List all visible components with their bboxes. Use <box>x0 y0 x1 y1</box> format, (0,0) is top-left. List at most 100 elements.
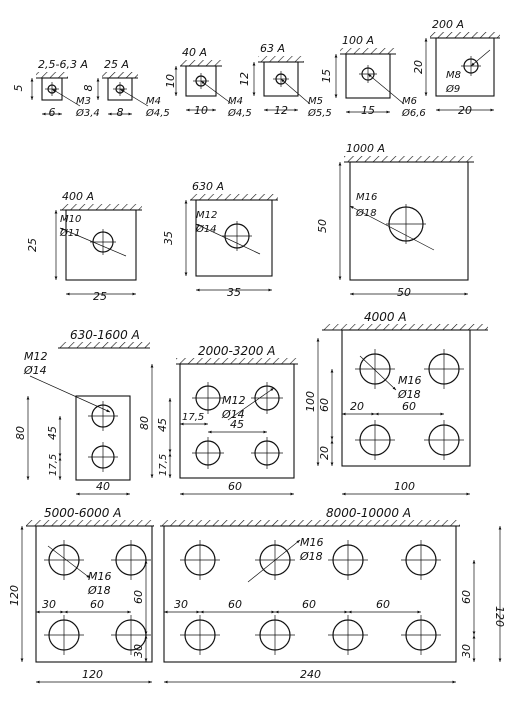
plate <box>65 209 137 281</box>
dim-20-h: 20 <box>350 400 364 413</box>
dim-60-h-1: 60 <box>228 598 242 611</box>
dim-240-h: 240 <box>300 668 321 681</box>
hole-spec: Ø4,5 <box>145 107 170 119</box>
spec-m16: M16 <box>300 536 324 549</box>
dimension-value: 12 <box>274 104 288 117</box>
hole-spec: Ø3,4 <box>75 107 100 119</box>
dimension-value: 50 <box>397 286 411 299</box>
dim-40: 40 <box>96 480 110 493</box>
hole-spec: Ø14 <box>195 223 217 235</box>
label-630-1600a: 630-1600 A <box>70 328 140 342</box>
dim-80: 80 <box>14 426 27 440</box>
plate-8000-10000a <box>163 525 457 663</box>
dim-30-v: 30 <box>460 644 473 658</box>
plate-5000-6000a <box>35 525 153 663</box>
dim-100-v: 100 <box>304 391 317 412</box>
dim-120-v: 120 <box>493 606 506 627</box>
dimension-value: 15 <box>320 69 333 83</box>
hole-spec: Ø5,5 <box>307 107 332 119</box>
dim-45: 45 <box>46 426 59 440</box>
dimension-value: 6 <box>49 106 56 119</box>
spec-m16: M16 <box>88 570 112 583</box>
dim-80: 80 <box>138 416 151 430</box>
plate-4000a <box>341 329 471 467</box>
plate <box>41 77 63 101</box>
label-8000-10000a: 8000-10000 A <box>326 506 411 520</box>
plate <box>345 53 391 99</box>
current-label: 200 A <box>432 18 464 31</box>
plate <box>107 77 133 101</box>
spec-m16: M16 <box>398 374 422 387</box>
dim-60-v: 60 <box>132 590 145 604</box>
drawing-2000-3200a: 2000-3200 A M12 Ø14 80 45 17,5 17,5 45 6… <box>138 344 298 496</box>
dim-60-h: 60 <box>90 598 104 611</box>
dimension-value: 15 <box>361 104 375 117</box>
hole-spec: Ø18 <box>355 207 377 219</box>
dim-60-h-2: 60 <box>302 598 316 611</box>
dimension-value: 35 <box>227 286 241 299</box>
dim-17-5: 17,5 <box>158 454 169 476</box>
hole-spec: M3 <box>76 96 91 107</box>
label-4000a: 4000 A <box>364 310 407 324</box>
current-label: 2,5-6,3 A <box>38 58 88 71</box>
hole-spec: M8 <box>446 70 461 81</box>
spec-d18: Ø18 <box>87 584 111 597</box>
plate <box>349 161 469 281</box>
hole-spec: Ø4,5 <box>227 107 252 119</box>
dimension-value: 8 <box>117 106 124 119</box>
dimension-value: 5 <box>12 85 25 92</box>
dimension-value: 10 <box>164 74 177 88</box>
dimension-value: 12 <box>238 72 251 86</box>
dimension-value: 8 <box>82 85 95 92</box>
dimension-value: 25 <box>93 290 107 303</box>
spec-m12: M12 <box>24 350 48 363</box>
current-label: 630 A <box>192 180 224 193</box>
hole-spec: M4 <box>228 96 243 107</box>
hole-spec: M5 <box>308 96 323 107</box>
hole-spec: Ø9 <box>445 83 460 95</box>
spec-d18: Ø18 <box>397 388 421 401</box>
plate <box>195 199 273 277</box>
dim-100-h: 100 <box>394 480 415 493</box>
hole-spec: M4 <box>146 96 161 107</box>
spec-d14: Ø14 <box>221 408 245 421</box>
spec-d18: Ø18 <box>299 550 323 563</box>
current-label: 40 A <box>182 46 207 59</box>
drawing-630-1600a: 630-1600 A M12 Ø14 80 45 17,5 40 <box>14 328 150 496</box>
dim-20-v: 20 <box>318 446 331 460</box>
plate <box>435 37 495 97</box>
label-2000-3200a: 2000-3200 A <box>198 344 275 358</box>
hole-spec: M10 <box>60 214 81 225</box>
drawing-8000-10000a: 8000-10000 A M16 Ø18 120 60 30 30 60 60 … <box>160 506 506 684</box>
hole-spec: M12 <box>196 210 217 221</box>
dim-60: 60 <box>228 480 242 493</box>
drawing-4000a: 4000 A M16 Ø18 100 60 20 20 60 100 <box>304 310 488 496</box>
spec-m12: M12 <box>222 394 246 407</box>
plate-630-1600a <box>75 395 131 481</box>
current-label: 63 A <box>260 42 285 55</box>
hole-spec: M6 <box>402 96 417 107</box>
drawing-5000-6000a: 5000-6000 A M16 Ø18 120 60 30 30 60 120 <box>8 506 154 684</box>
hole-spec: Ø6,6 <box>401 107 426 119</box>
dimension-value: 25 <box>26 238 39 252</box>
current-label: 100 A <box>342 34 374 47</box>
hole-spec: M16 <box>356 192 377 203</box>
dim-60-h: 60 <box>402 400 416 413</box>
plate <box>185 65 217 97</box>
dim-60-v: 60 <box>460 590 473 604</box>
hole-spec: Ø11 <box>59 227 81 239</box>
spec-d14: Ø14 <box>23 364 47 377</box>
dim-45: 45 <box>156 418 169 432</box>
plate <box>263 61 299 97</box>
dimension-value: 20 <box>458 104 472 117</box>
dim-30-h: 30 <box>42 598 56 611</box>
